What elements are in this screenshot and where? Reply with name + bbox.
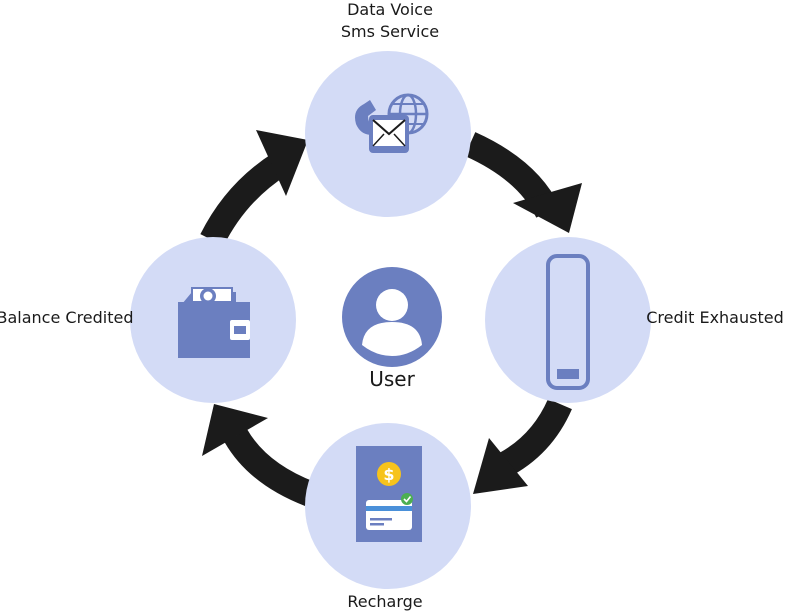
user-avatar-icon [342,267,442,367]
node-balance-credited: Balance Credited [0,237,296,403]
empty-battery-icon [546,254,590,390]
node-label-line1: Data Voice [347,0,433,19]
center-label: User [369,367,415,391]
arrow-top-to-right [464,132,582,233]
arrows [200,130,582,507]
svg-text:$: $ [383,465,394,484]
arrow-right-to-bottom [473,398,572,494]
node-label: Recharge [347,592,422,611]
node-label-line2: Sms Service [341,22,439,41]
arrow-bottom-to-left [202,404,315,507]
center-user: User [342,267,442,391]
wallet-icon [178,287,250,358]
node-label: Balance Credited [0,308,134,327]
phone-globe-mail-icon [355,93,429,153]
node-credit-exhausted: Credit Exhausted [485,237,784,403]
node-data-voice-sms: Data Voice Sms Service [305,0,471,217]
node-recharge: $ Recharge [305,423,471,611]
node-label: Credit Exhausted [646,308,783,327]
node-circle [485,237,651,403]
arrow-left-to-top [200,130,308,246]
recharge-card-icon: $ [356,446,422,542]
